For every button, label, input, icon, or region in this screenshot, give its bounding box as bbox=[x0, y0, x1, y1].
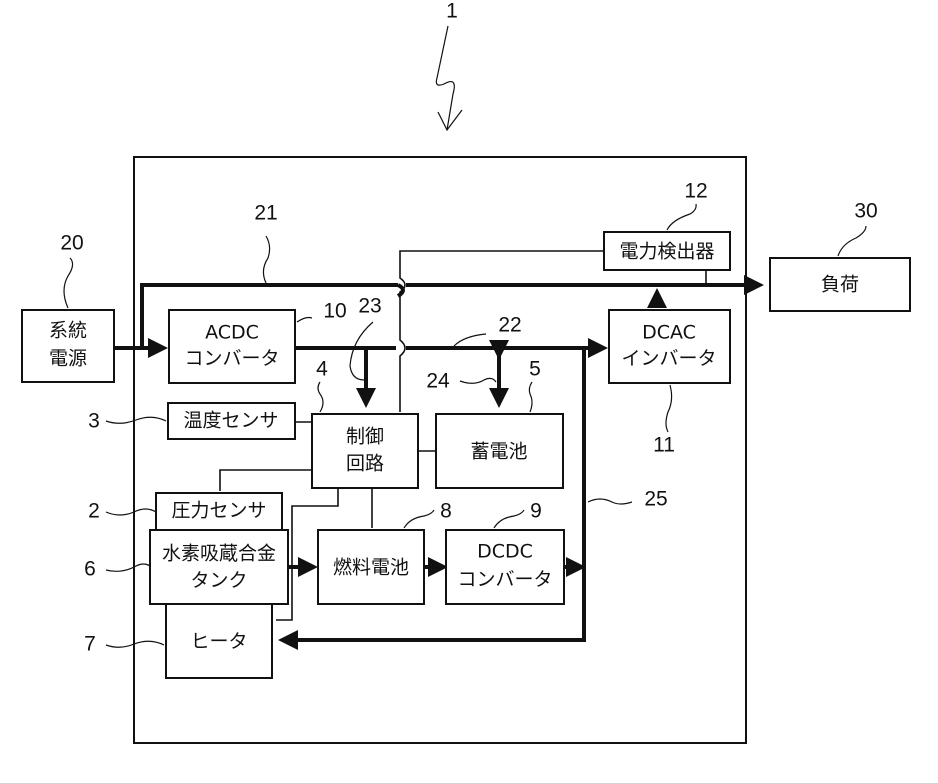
leader-24 bbox=[460, 378, 496, 383]
ref-20: 20 bbox=[60, 232, 83, 255]
leader-11 bbox=[666, 385, 672, 432]
control-circuit-label-1: 制御 bbox=[346, 426, 384, 448]
ref-5: 5 bbox=[529, 358, 541, 381]
leader-10 bbox=[297, 318, 312, 323]
leader-25 bbox=[588, 499, 632, 504]
system-reference: 1 bbox=[436, 0, 462, 130]
power-detector-block[interactable]: 電力検出器 bbox=[604, 232, 730, 270]
hydrogen-tank-label-1: 水素吸蔵合金 bbox=[162, 543, 276, 565]
temperature-sensor-block[interactable]: 温度センサ bbox=[168, 403, 295, 439]
ref-8: 8 bbox=[440, 500, 452, 523]
dcac-label-1: DCAC bbox=[642, 322, 696, 344]
load-label: 負荷 bbox=[821, 274, 859, 296]
grid-power-label-1: 系統 bbox=[49, 320, 87, 342]
acdc-label-2: コンバータ bbox=[184, 348, 279, 370]
hydrogen-tank-label-2: タンク bbox=[190, 570, 247, 592]
fuel-cell-label: 燃料電池 bbox=[333, 557, 409, 579]
ref-2: 2 bbox=[88, 500, 100, 523]
grid-power-block[interactable]: 系統 電源 bbox=[22, 310, 114, 382]
ref-24: 24 bbox=[426, 370, 450, 393]
fuel-cell-block[interactable]: 燃料電池 bbox=[318, 530, 424, 604]
leader-3 bbox=[106, 417, 166, 423]
ref-25: 25 bbox=[644, 488, 667, 511]
leader-23 bbox=[350, 322, 373, 380]
leader-4 bbox=[318, 382, 323, 412]
ref-10: 10 bbox=[323, 300, 346, 323]
ref-6: 6 bbox=[84, 558, 96, 581]
control-circuit-block[interactable]: 制御 回路 bbox=[312, 414, 418, 488]
dcac-label-2: インバータ bbox=[621, 348, 716, 370]
ref-7: 7 bbox=[84, 633, 96, 656]
leader-21 bbox=[263, 236, 269, 283]
ref-3: 3 bbox=[88, 410, 100, 433]
leader-20 bbox=[64, 258, 73, 308]
heater-label: ヒータ bbox=[190, 631, 247, 653]
ref-22: 22 bbox=[498, 314, 521, 337]
ref-23: 23 bbox=[358, 295, 381, 318]
ref-4: 4 bbox=[316, 358, 328, 381]
pressure-sensor-label: 圧力センサ bbox=[171, 500, 266, 522]
ref-12: 12 bbox=[684, 180, 707, 203]
leader-6 bbox=[106, 564, 150, 571]
control-circuit-label-2: 回路 bbox=[346, 453, 384, 475]
ref-11: 11 bbox=[653, 434, 675, 457]
ref-21: 21 bbox=[254, 202, 277, 225]
storage-battery-label: 蓄電池 bbox=[470, 441, 527, 463]
dcac-inverter-block[interactable]: DCAC インバータ bbox=[609, 310, 730, 383]
ref-30: 30 bbox=[854, 200, 877, 223]
acdc-label-1: ACDC bbox=[205, 322, 259, 344]
dcdc-label-2: コンバータ bbox=[457, 569, 552, 591]
ref-1: 1 bbox=[446, 0, 458, 23]
power-detector-label: 電力検出器 bbox=[619, 241, 714, 263]
pressure-sensor-wire bbox=[220, 470, 312, 491]
leader-5 bbox=[529, 382, 532, 412]
leader-22 bbox=[454, 334, 486, 346]
leader-30 bbox=[838, 226, 866, 256]
grid-power-label-2: 電源 bbox=[49, 348, 87, 370]
leader-9 bbox=[494, 510, 524, 528]
dcdc-label-1: DCDC bbox=[477, 541, 533, 563]
dcdc-converter-block[interactable]: DCDC コンバータ bbox=[446, 530, 564, 604]
load-block[interactable]: 負荷 bbox=[770, 258, 910, 311]
hydrogen-tank-block[interactable]: 水素吸蔵合金 タンク bbox=[150, 530, 288, 604]
ref-9: 9 bbox=[530, 500, 542, 523]
leader-2 bbox=[106, 509, 156, 515]
temperature-sensor-label: 温度センサ bbox=[183, 410, 278, 432]
leader-12 bbox=[667, 204, 696, 230]
storage-battery-block[interactable]: 蓄電池 bbox=[436, 414, 563, 488]
leader-8 bbox=[404, 510, 434, 528]
acdc-converter-block[interactable]: ACDC コンバータ bbox=[169, 310, 295, 383]
